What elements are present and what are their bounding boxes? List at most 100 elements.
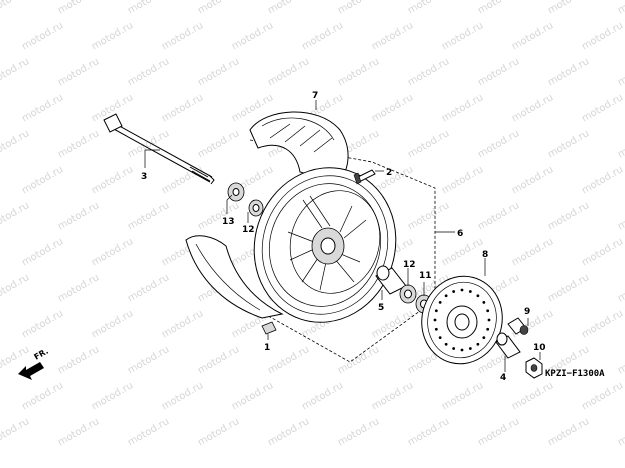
watermark-text: motod.ru	[0, 128, 31, 160]
watermark-text: motod.ru	[90, 380, 135, 412]
watermark-text: motod.ru	[336, 344, 381, 376]
tire-valve	[353, 169, 376, 185]
callout-13: 13	[222, 217, 235, 227]
watermark-text: motod.ru	[0, 200, 31, 232]
disc-vent-hole	[438, 336, 442, 340]
watermark-text: motod.ru	[476, 56, 521, 88]
watermark-text: motod.ru	[20, 380, 65, 412]
watermark-text: motod.ru	[160, 380, 205, 412]
watermark-text: motod.ru	[20, 20, 65, 52]
callout-1: 1	[264, 343, 270, 353]
watermark-text: motod.ru	[0, 56, 31, 88]
axle-nut	[525, 357, 543, 379]
watermark-text: motod.ru	[546, 416, 591, 448]
watermark-text: motod.ru	[56, 56, 101, 88]
callout-7: 7	[312, 91, 318, 101]
watermark-text: motod.ru	[406, 416, 451, 448]
callout-2: 2	[386, 168, 392, 178]
side-collar	[495, 332, 521, 359]
watermark-text: motod.ru	[196, 344, 241, 376]
watermark-text: motod.ru	[266, 0, 311, 17]
leader-lines	[144, 100, 541, 372]
watermark-text: motod.ru	[616, 128, 625, 160]
disc-vent-hole	[476, 294, 480, 298]
watermark-text: motod.ru	[440, 236, 485, 268]
watermark-text: motod.ru	[370, 20, 415, 52]
disc-vent-hole	[452, 290, 456, 293]
watermark-text: motod.ru	[510, 380, 555, 412]
watermark-text: motod.ru	[370, 380, 415, 412]
watermark-text: motod.ru	[546, 0, 591, 17]
watermark-text: motod.ru	[476, 0, 521, 17]
watermark-text: motod.ru	[160, 92, 205, 124]
disc-vent-hole	[468, 347, 472, 350]
disc-vent-hole	[438, 300, 442, 304]
watermark-text: motod.ru	[0, 272, 31, 304]
watermark-text: motod.ru	[126, 416, 171, 448]
disc-vent-hole	[487, 318, 491, 322]
watermark-text: motod.ru	[90, 236, 135, 268]
watermark-text: motod.ru	[406, 200, 451, 232]
watermark-text: motod.ru	[126, 0, 171, 17]
disc-bolt	[507, 317, 529, 335]
assembly-outline	[239, 139, 436, 363]
disc-vent-hole	[434, 309, 438, 313]
watermark-text: motod.ru	[196, 56, 241, 88]
watermark-text: motod.ru	[0, 416, 31, 448]
disc-vent-hole	[486, 327, 490, 331]
callout-10: 10	[533, 343, 546, 353]
watermark-text: motod.ru	[476, 200, 521, 232]
watermark-text: motod.ru	[90, 20, 135, 52]
watermark-text: motod.ru	[56, 128, 101, 160]
watermark-text: motod.ru	[20, 92, 65, 124]
watermark-text: motod.ru	[196, 0, 241, 17]
distance-collar	[375, 265, 407, 295]
callout-12-left: 12	[242, 225, 255, 235]
watermark-text: motod.ru	[56, 0, 101, 17]
disc-vent-hole	[434, 327, 438, 331]
watermark-text: motod.ru	[616, 56, 625, 88]
disc-vent-hole	[476, 342, 480, 346]
disc-vent-hole	[482, 336, 486, 340]
watermark-text: motod.ru	[336, 56, 381, 88]
watermark-text: motod.ru	[20, 308, 65, 340]
watermark-text: motod.ru	[336, 416, 381, 448]
watermark-text: motod.ru	[476, 128, 521, 160]
callout-6: 6	[457, 229, 463, 239]
callout-9: 9	[524, 307, 530, 317]
callout-8: 8	[482, 250, 488, 260]
tire	[185, 111, 349, 319]
valve-cap	[261, 321, 277, 335]
watermark-text: motod.ru	[510, 164, 555, 196]
watermark-text: motod.ru	[230, 380, 275, 412]
watermark-text: motod.ru	[510, 20, 555, 52]
watermark-text: motod.ru	[440, 20, 485, 52]
watermark-text: motod.ru	[616, 344, 625, 376]
disc-vent-hole	[433, 318, 437, 322]
disc-vent-hole	[444, 294, 448, 298]
disc-vent-hole	[468, 290, 472, 293]
watermark-text: motod.ru	[440, 380, 485, 412]
watermark-text: motod.ru	[476, 416, 521, 448]
watermark-text: motod.ru	[616, 200, 625, 232]
disc-vent-hole	[482, 300, 486, 304]
disc-vent-hole	[460, 348, 464, 352]
watermark-text: motod.ru	[300, 20, 345, 52]
watermark-text: motod.ru	[406, 56, 451, 88]
watermark-text: motod.ru	[546, 272, 591, 304]
callout-5: 5	[378, 303, 384, 313]
watermark-text: motod.ru	[230, 20, 275, 52]
watermark-text: motod.ru	[266, 416, 311, 448]
watermark-text: motod.ru	[0, 0, 31, 17]
watermark-text: motod.ru	[546, 128, 591, 160]
watermark-text: motod.ru	[126, 56, 171, 88]
watermark-text: motod.ru	[616, 272, 625, 304]
watermark-text: motod.ru	[440, 92, 485, 124]
watermark-text: motod.ru	[196, 128, 241, 160]
diagram-code: KPZI−F1300A	[545, 369, 605, 379]
watermark-text: motod.ru	[56, 416, 101, 448]
disc-vent-hole	[444, 342, 448, 346]
watermark-text: motod.ru	[580, 236, 625, 268]
